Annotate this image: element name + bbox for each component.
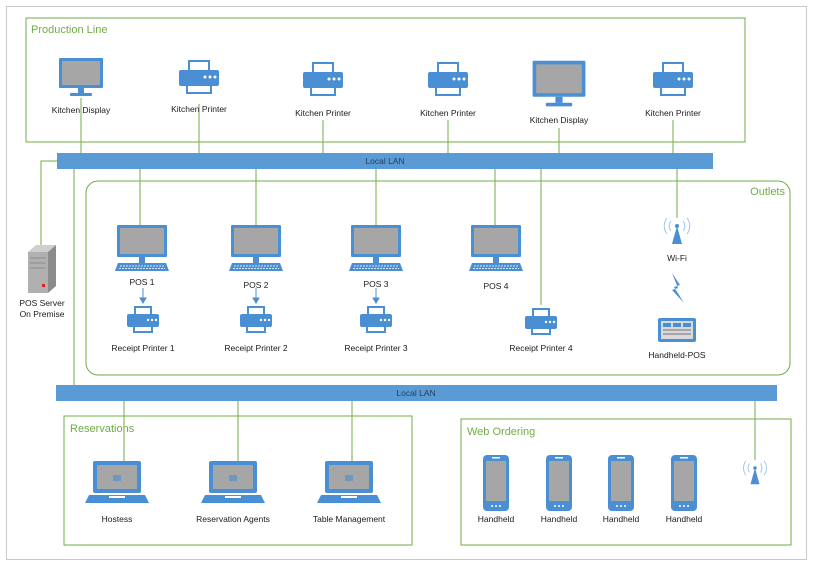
pos-label: POS 1	[129, 277, 154, 287]
antenna-icon	[743, 460, 767, 485]
handheld-pos-label: Handheld-POS	[648, 350, 706, 360]
diagram-frame	[6, 6, 807, 560]
device-label: Kitchen Printer	[645, 108, 701, 118]
web-handheld-3: Handheld	[603, 455, 640, 524]
phone-label: Handheld	[666, 514, 703, 524]
pos-label: POS 2	[243, 280, 268, 290]
pos-label: POS 3	[363, 279, 388, 289]
lan-bar-top	[57, 153, 713, 169]
lan-bottom-label: Local LAN	[396, 388, 435, 398]
receipt-printer-3: Receipt Printer 3	[344, 306, 408, 353]
printer-icon	[653, 62, 693, 96]
server-icon	[28, 245, 56, 293]
laptop-icon	[201, 461, 265, 503]
phone-label: Handheld	[541, 514, 578, 524]
phone-icon	[608, 455, 634, 511]
web-handheld-4: Handheld	[666, 455, 703, 524]
connection-lines	[40, 98, 756, 470]
phone-icon	[671, 455, 697, 511]
device-label: Kitchen Display	[52, 105, 111, 115]
laptop-label: Hostess	[102, 514, 133, 524]
handheld-pos: Handheld-POS	[648, 318, 706, 360]
pos-4: POS 4	[468, 224, 524, 291]
printer-icon	[303, 62, 343, 96]
desktop-icon	[228, 224, 284, 272]
web-handheld-1: Handheld	[478, 455, 515, 524]
tablet-icon	[658, 318, 696, 342]
pos-1: POS 1	[114, 224, 170, 287]
desktop-icon	[468, 224, 524, 272]
device-label: Kitchen Printer	[295, 108, 351, 118]
kitchen-printer-3: Kitchen Printer	[420, 62, 476, 118]
kitchen-printer-4: Kitchen Printer	[645, 62, 701, 118]
wifi-label: Wi-Fi	[667, 253, 687, 263]
reservation-hostess: Hostess	[85, 461, 149, 524]
web-antenna	[743, 460, 767, 485]
printer-icon	[525, 308, 557, 335]
web-handheld-2: Handheld	[541, 455, 578, 524]
kitchen-printer-2: Kitchen Printer	[295, 62, 351, 118]
printer-label: Receipt Printer 3	[344, 343, 408, 353]
wifi-access-point: Wi-Fi	[663, 217, 691, 303]
reservation-table-management: Table Management	[313, 461, 386, 524]
pos-printer-arrows	[139, 288, 380, 304]
device-label: Kitchen Printer	[171, 104, 227, 114]
printer-icon	[240, 306, 272, 333]
laptop-icon	[317, 461, 381, 503]
kitchen-printer-1: Kitchen Printer	[171, 60, 227, 114]
server-label-line2: On Premise	[20, 309, 65, 319]
laptop-icon	[85, 461, 149, 503]
kitchen-display-1: Kitchen Display	[52, 58, 111, 115]
reservation-agents: Reservation Agents	[196, 461, 270, 524]
server-label-line1: POS Server	[19, 298, 65, 308]
lan-top-label: Local LAN	[365, 156, 404, 166]
printer-label: Receipt Printer 2	[224, 343, 288, 353]
printer-icon	[179, 60, 219, 94]
receipt-printer-2: Receipt Printer 2	[224, 306, 288, 353]
monitor-icon	[532, 60, 586, 107]
web-ordering-title: Web Ordering	[467, 426, 535, 438]
antenna-icon	[663, 217, 691, 245]
printer-icon	[127, 306, 159, 333]
device-label: Kitchen Display	[530, 115, 589, 125]
printer-icon	[428, 62, 468, 96]
desktop-icon	[114, 224, 170, 272]
lan-bar-bottom	[56, 385, 777, 401]
pos-3: POS 3	[348, 224, 404, 289]
reservations-title: Reservations	[70, 423, 135, 435]
lightning-icon	[672, 273, 684, 303]
production-line-box	[25, 17, 746, 143]
receipt-printer-1: Receipt Printer 1	[111, 306, 175, 353]
printer-label: Receipt Printer 4	[509, 343, 573, 353]
outlets-box	[85, 180, 791, 376]
phone-label: Handheld	[603, 514, 640, 524]
printer-icon	[360, 306, 392, 333]
desktop-icon	[348, 224, 404, 272]
laptop-label: Table Management	[313, 514, 386, 524]
phone-icon	[483, 455, 509, 511]
production-line-title: Production Line	[31, 24, 107, 36]
pos-2: POS 2	[228, 224, 284, 290]
printer-label: Receipt Printer 1	[111, 343, 175, 353]
outlets-title: Outlets	[750, 186, 785, 198]
pos-server: POS Server On Premise	[19, 245, 65, 319]
receipt-printer-4: Receipt Printer 4	[509, 308, 573, 353]
phone-label: Handheld	[478, 514, 515, 524]
phone-icon	[546, 455, 572, 511]
monitor-icon	[59, 58, 103, 96]
web-ordering-box	[460, 418, 792, 546]
kitchen-display-2: Kitchen Display	[530, 60, 589, 125]
pos-label: POS 4	[483, 281, 508, 291]
device-label: Kitchen Printer	[420, 108, 476, 118]
laptop-label: Reservation Agents	[196, 514, 270, 524]
